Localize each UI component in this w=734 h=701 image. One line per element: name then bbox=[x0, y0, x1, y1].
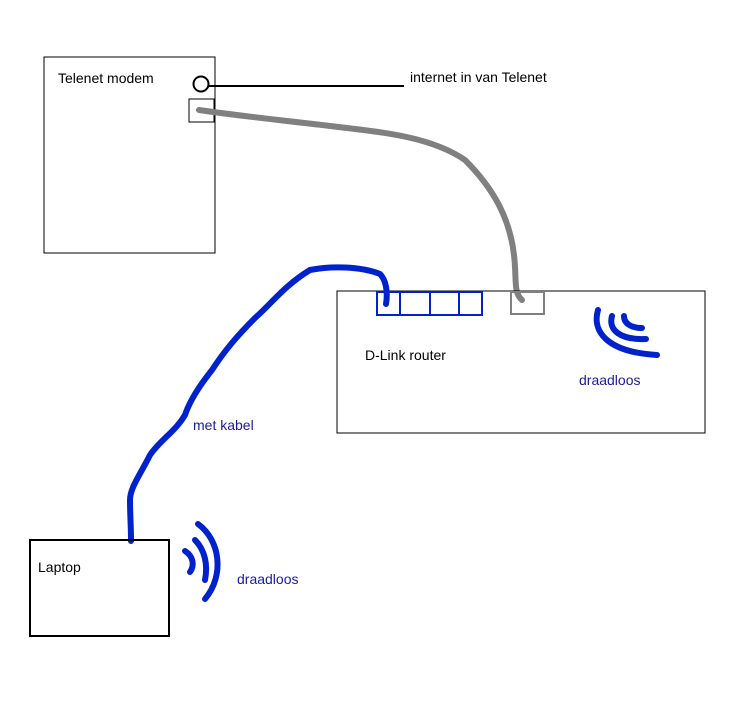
laptop-box bbox=[29, 539, 170, 637]
router-label: D-Link router bbox=[365, 347, 446, 363]
router-wireless-label: draadloos bbox=[579, 372, 641, 388]
router-wireless-icon bbox=[593, 307, 660, 358]
router-lan-port-2 bbox=[399, 291, 431, 316]
modem-box bbox=[43, 56, 216, 254]
modem-coax-port bbox=[192, 75, 210, 93]
cable-label: met kabel bbox=[193, 417, 254, 433]
laptop-wireless-label: draadloos bbox=[237, 571, 299, 587]
gray-cable bbox=[196, 107, 525, 303]
laptop-wireless-icon bbox=[182, 521, 221, 602]
blue-cable bbox=[127, 264, 390, 544]
internet-label: internet in van Telenet bbox=[410, 69, 547, 85]
router-lan-port-4 bbox=[458, 291, 483, 316]
laptop-label: Laptop bbox=[38, 559, 81, 575]
modem-label: Telenet modem bbox=[58, 70, 154, 86]
router-wan-port bbox=[510, 291, 545, 315]
router-lan-port-3 bbox=[429, 291, 460, 316]
